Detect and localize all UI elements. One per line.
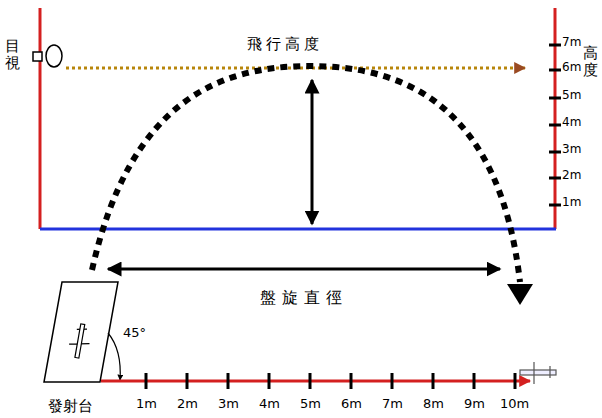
angle-arc bbox=[108, 333, 120, 380]
distance-tick-label: 6m bbox=[341, 397, 362, 411]
height-tick-label: 1m bbox=[562, 196, 581, 209]
angle-label: 45° bbox=[123, 326, 146, 340]
flight-path bbox=[92, 66, 520, 282]
launcher-label: 發射台 bbox=[48, 398, 93, 415]
height-tick-label: 4m bbox=[562, 116, 581, 129]
diameter-arrow bbox=[108, 268, 500, 271]
diameter-label: 盤旋直徑 bbox=[260, 289, 348, 307]
height-tick-label: 2m bbox=[562, 169, 581, 182]
distance-tick-label: 8m bbox=[423, 397, 444, 411]
distance-axis bbox=[101, 380, 530, 383]
distance-tick-label: 5m bbox=[300, 397, 321, 411]
height-tick-label: 5m bbox=[562, 89, 581, 102]
height-title: 飛行高度 bbox=[245, 36, 325, 53]
right-pole bbox=[554, 8, 557, 229]
distance-tick-label: 10m bbox=[500, 397, 529, 411]
height-ticks bbox=[549, 45, 561, 205]
launcher bbox=[44, 282, 118, 382]
height-arrow bbox=[311, 80, 314, 224]
distance-tick-label: 3m bbox=[218, 397, 239, 411]
plane-on-launcher bbox=[67, 323, 93, 360]
landed-plane bbox=[520, 362, 556, 384]
distance-tick-label: 2m bbox=[177, 397, 198, 411]
flight-arrowhead bbox=[507, 284, 533, 305]
distance-ticks bbox=[146, 373, 515, 389]
height-tick-label: 6m bbox=[562, 61, 581, 74]
observer-label: 目視 bbox=[5, 38, 20, 71]
distance-tick-label: 1m bbox=[136, 397, 157, 411]
eye-mount bbox=[33, 52, 42, 61]
left-pole bbox=[39, 8, 42, 229]
distance-tick-label: 9m bbox=[464, 397, 485, 411]
height-axis-label: 高度 bbox=[583, 45, 598, 78]
height-tick-label: 3m bbox=[562, 143, 581, 156]
distance-tick-label: 4m bbox=[259, 397, 280, 411]
distance-tick-label: 7m bbox=[382, 397, 403, 411]
eye-lens bbox=[46, 45, 62, 67]
height-tick-label: 7m bbox=[562, 36, 581, 49]
ground-line bbox=[40, 228, 556, 231]
